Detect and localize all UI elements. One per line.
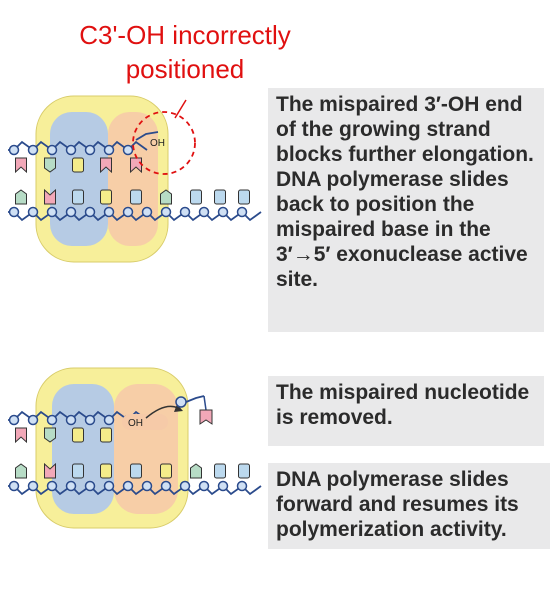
bottom-strand-2-node <box>8 480 20 492</box>
bottom-strand-2-node <box>217 480 229 492</box>
bottom-base-2 <box>238 463 250 479</box>
bottom-strand-2-backbone <box>8 484 262 496</box>
bottom-base-1 <box>238 189 250 205</box>
top-strand-1-node <box>122 144 134 156</box>
top-base-1 <box>130 157 142 174</box>
bottom-base-2 <box>15 463 27 479</box>
bottom-base-2 <box>100 463 112 479</box>
bottom-base-1 <box>214 189 226 205</box>
top-strand-2-node <box>84 414 96 426</box>
top-base-1 <box>72 157 84 173</box>
bottom-strand-1-node <box>236 206 248 218</box>
panel-2-polymerase <box>35 367 189 529</box>
bottom-strand-2-node <box>65 480 77 492</box>
bottom-strand-1-node <box>103 206 115 218</box>
oh-badge-2 <box>122 414 168 430</box>
bottom-strand-2-node <box>122 480 134 492</box>
exo-site-1 <box>108 112 158 246</box>
top-base-1 <box>100 157 112 174</box>
bottom-strand-2-node <box>179 480 191 492</box>
bottom-base-2 <box>190 463 202 479</box>
bottom-strand-1-node <box>84 206 96 218</box>
top-strand-1-node <box>27 144 39 156</box>
top-base-2 <box>44 427 56 443</box>
top-base-2 <box>100 427 112 443</box>
step-3-text: DNA polymerase slides forward and resume… <box>276 468 519 541</box>
bottom-strand-2-node <box>236 480 248 492</box>
bottom-strand-1-node <box>198 206 210 218</box>
bottom-base-1 <box>190 189 202 205</box>
bottom-strand-1-node <box>160 206 172 218</box>
top-base-1 <box>44 157 56 173</box>
top-strand-1-node <box>84 144 96 156</box>
step-3-caption: DNA polymerase slides forward and resume… <box>268 463 550 549</box>
top-strand-1-node <box>65 144 77 156</box>
bottom-base-2 <box>44 462 56 479</box>
top-strand-2-backbone <box>8 410 148 422</box>
top-strand-2-node <box>46 414 58 426</box>
bottom-strand-2-node <box>160 480 172 492</box>
top-strand-2-node <box>103 414 115 426</box>
bottom-base-2 <box>160 463 172 479</box>
top-base-2 <box>15 427 27 444</box>
bottom-strand-1-node <box>27 206 39 218</box>
bottom-base-2 <box>72 463 84 479</box>
top-strand-2-node <box>27 414 39 426</box>
bottom-strand-1-node <box>141 206 153 218</box>
polymerase-site-2 <box>52 384 114 514</box>
annotation-line-2: positioned <box>125 54 245 84</box>
removal-arrowhead <box>174 404 183 412</box>
top-strand-1-backbone <box>8 140 148 152</box>
exo-site-2 <box>114 384 178 514</box>
top-strand-2-node <box>65 414 77 426</box>
bottom-strand-2-node <box>46 480 58 492</box>
bottom-strand-2-node <box>103 480 115 492</box>
bottom-strand-2-node <box>84 480 96 492</box>
mispaired-end-1 <box>135 131 159 141</box>
bottom-strand-1-node <box>46 206 58 218</box>
bottom-strand-2-node <box>198 480 210 492</box>
bottom-base-1 <box>130 189 142 205</box>
bottom-strand-1-node <box>65 206 77 218</box>
top-base-2 <box>72 427 84 443</box>
polymerase-site-1 <box>50 112 108 246</box>
bottom-base-1 <box>160 189 172 205</box>
bottom-strand-2-node <box>27 480 39 492</box>
step-2-text: The mispaired nucleotide is removed. <box>276 381 530 429</box>
bottom-strand-1-backbone <box>8 210 262 222</box>
bottom-base-2 <box>130 463 142 479</box>
oh-label-2: OH <box>128 418 143 429</box>
bottom-base-2 <box>214 463 226 479</box>
top-base-1 <box>15 157 27 174</box>
bottom-strand-1-node <box>217 206 229 218</box>
bottom-strand-1-node <box>179 206 191 218</box>
top-strand-1-node <box>8 144 20 156</box>
top-strand-1-node <box>103 144 115 156</box>
panel-1-polymerase <box>35 95 169 263</box>
bottom-base-1 <box>44 188 56 205</box>
top-strand-2-node <box>8 414 20 426</box>
bottom-strand-2-node <box>141 480 153 492</box>
bottom-strand-1-node <box>8 206 20 218</box>
excised-nucleotide <box>175 395 213 425</box>
step-1-text: The mispaired 3′-OH end of the growing s… <box>276 93 534 291</box>
annotation-pointer <box>174 99 187 119</box>
top-strand-1-node <box>46 144 58 156</box>
bottom-base-1 <box>15 189 27 205</box>
bottom-strand-1-node <box>122 206 134 218</box>
oh-label-1: OH <box>150 138 165 149</box>
step-1-caption: The mispaired 3′-OH end of the growing s… <box>268 88 544 332</box>
error-circle <box>132 111 196 175</box>
bottom-base-1 <box>72 189 84 205</box>
step-2-caption: The mispaired nucleotide is removed. <box>268 376 544 446</box>
removal-arrow <box>145 405 179 419</box>
annotation-line-1: C3'-OH incorrectly <box>79 20 291 50</box>
panel-1-dna <box>8 131 262 222</box>
bottom-base-1 <box>100 189 112 205</box>
error-annotation: C3'-OH incorrectly positioned <box>40 18 330 86</box>
